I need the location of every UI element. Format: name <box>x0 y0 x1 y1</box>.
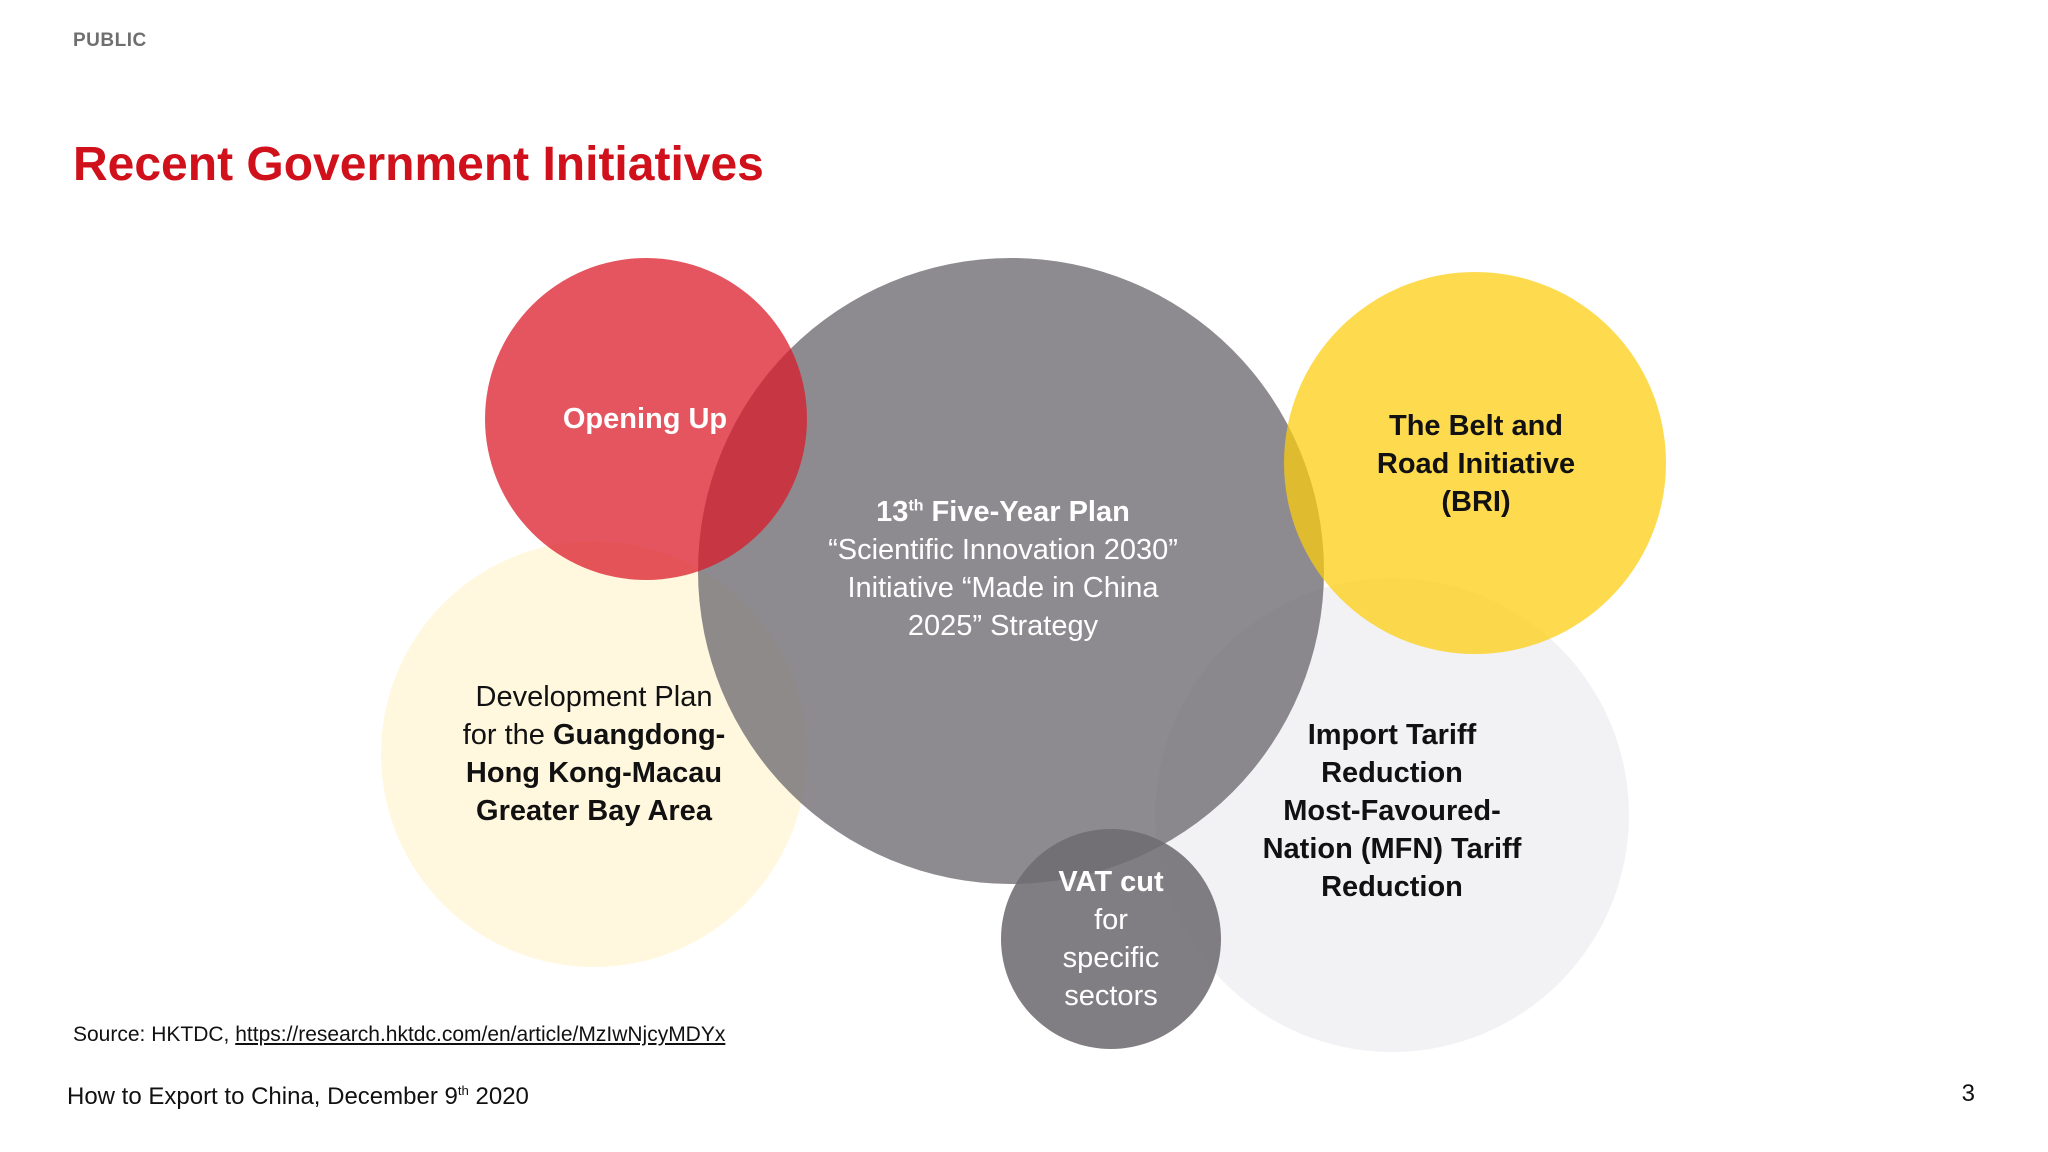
opening-up-circle <box>485 258 807 580</box>
five-year-plan-line: Initiative “Made in China <box>847 572 1159 604</box>
tariff-line: Nation (MFN) Tariff <box>1262 833 1522 865</box>
five-year-plan-number: 13 <box>876 496 909 528</box>
gba-line: for the Guangdong- <box>444 716 744 754</box>
bri-line: Road Initiative <box>1376 448 1576 480</box>
gba-line-bold: Greater Bay Area <box>476 795 712 827</box>
gba-line: Greater Bay Area <box>444 792 744 830</box>
gba-line-bold: Hong Kong-Macau <box>465 757 723 789</box>
source-link[interactable]: https://research.hktdc.com/en/article/Mz… <box>235 1023 726 1046</box>
five-year-plan-ordinal: th <box>908 497 924 515</box>
gba-line-plain: for the <box>462 719 553 751</box>
five-year-plan-circle <box>698 258 1324 884</box>
source-citation: Source: HKTDC, https://research.hktdc.co… <box>73 1021 725 1049</box>
gba-line-bold: Guangdong- <box>552 719 726 751</box>
five-year-plan-title: 13th Five-Year Plan <box>793 493 1213 531</box>
footer-event-prefix: How to Export to China, December 9 <box>67 1083 458 1110</box>
vat-line: specific <box>1062 942 1160 974</box>
opening-up-label: Opening Up <box>562 403 728 435</box>
five-year-plan-line: 2025” Strategy <box>907 610 1099 642</box>
belt-and-road-circle <box>1284 272 1666 654</box>
vat-line: sectors <box>1064 980 1158 1012</box>
tariff-line: Reduction <box>1321 871 1463 903</box>
vat-line: for <box>1094 904 1128 936</box>
vat-cut-circle <box>1001 829 1221 1049</box>
greater-bay-area-label: Development Plan for the Guangdong- Hong… <box>444 678 744 830</box>
vat-cut-label: VAT cut for specific sectors <box>1026 863 1196 1015</box>
footer-event-suffix: 2020 <box>468 1083 529 1110</box>
five-year-plan-name: Five-Year Plan <box>923 496 1130 528</box>
page-title: Recent Government Initiatives <box>73 138 764 191</box>
gba-line: Hong Kong-Macau <box>444 754 744 792</box>
footer-event-ordinal: th <box>457 1083 469 1098</box>
tariff-line: Most-Favoured- <box>1283 795 1501 827</box>
gba-line: Development Plan <box>475 681 713 713</box>
vat-title-text: VAT cut <box>1058 866 1164 898</box>
five-year-plan-label: 13th Five-Year Plan “Scientific Innovati… <box>793 493 1213 645</box>
belt-and-road-label: The Belt and Road Initiative (BRI) <box>1336 407 1616 521</box>
footer-event-text: How to Export to China, December 9th 202… <box>67 1081 529 1113</box>
vat-title: VAT cut <box>1026 863 1196 901</box>
import-tariff-label: Import Tariff Reduction Most-Favoured- N… <box>1232 716 1552 906</box>
classification-label: PUBLIC <box>73 30 147 51</box>
bri-line: The Belt and <box>1388 410 1563 442</box>
tariff-line: Reduction <box>1321 757 1463 789</box>
page-number: 3 <box>1961 1080 1975 1107</box>
tariff-line: Import Tariff <box>1307 719 1477 751</box>
bri-line: (BRI) <box>1441 486 1511 518</box>
five-year-plan-line: “Scientific Innovation 2030” <box>828 534 1178 566</box>
source-prefix: Source: HKTDC, <box>73 1023 236 1046</box>
